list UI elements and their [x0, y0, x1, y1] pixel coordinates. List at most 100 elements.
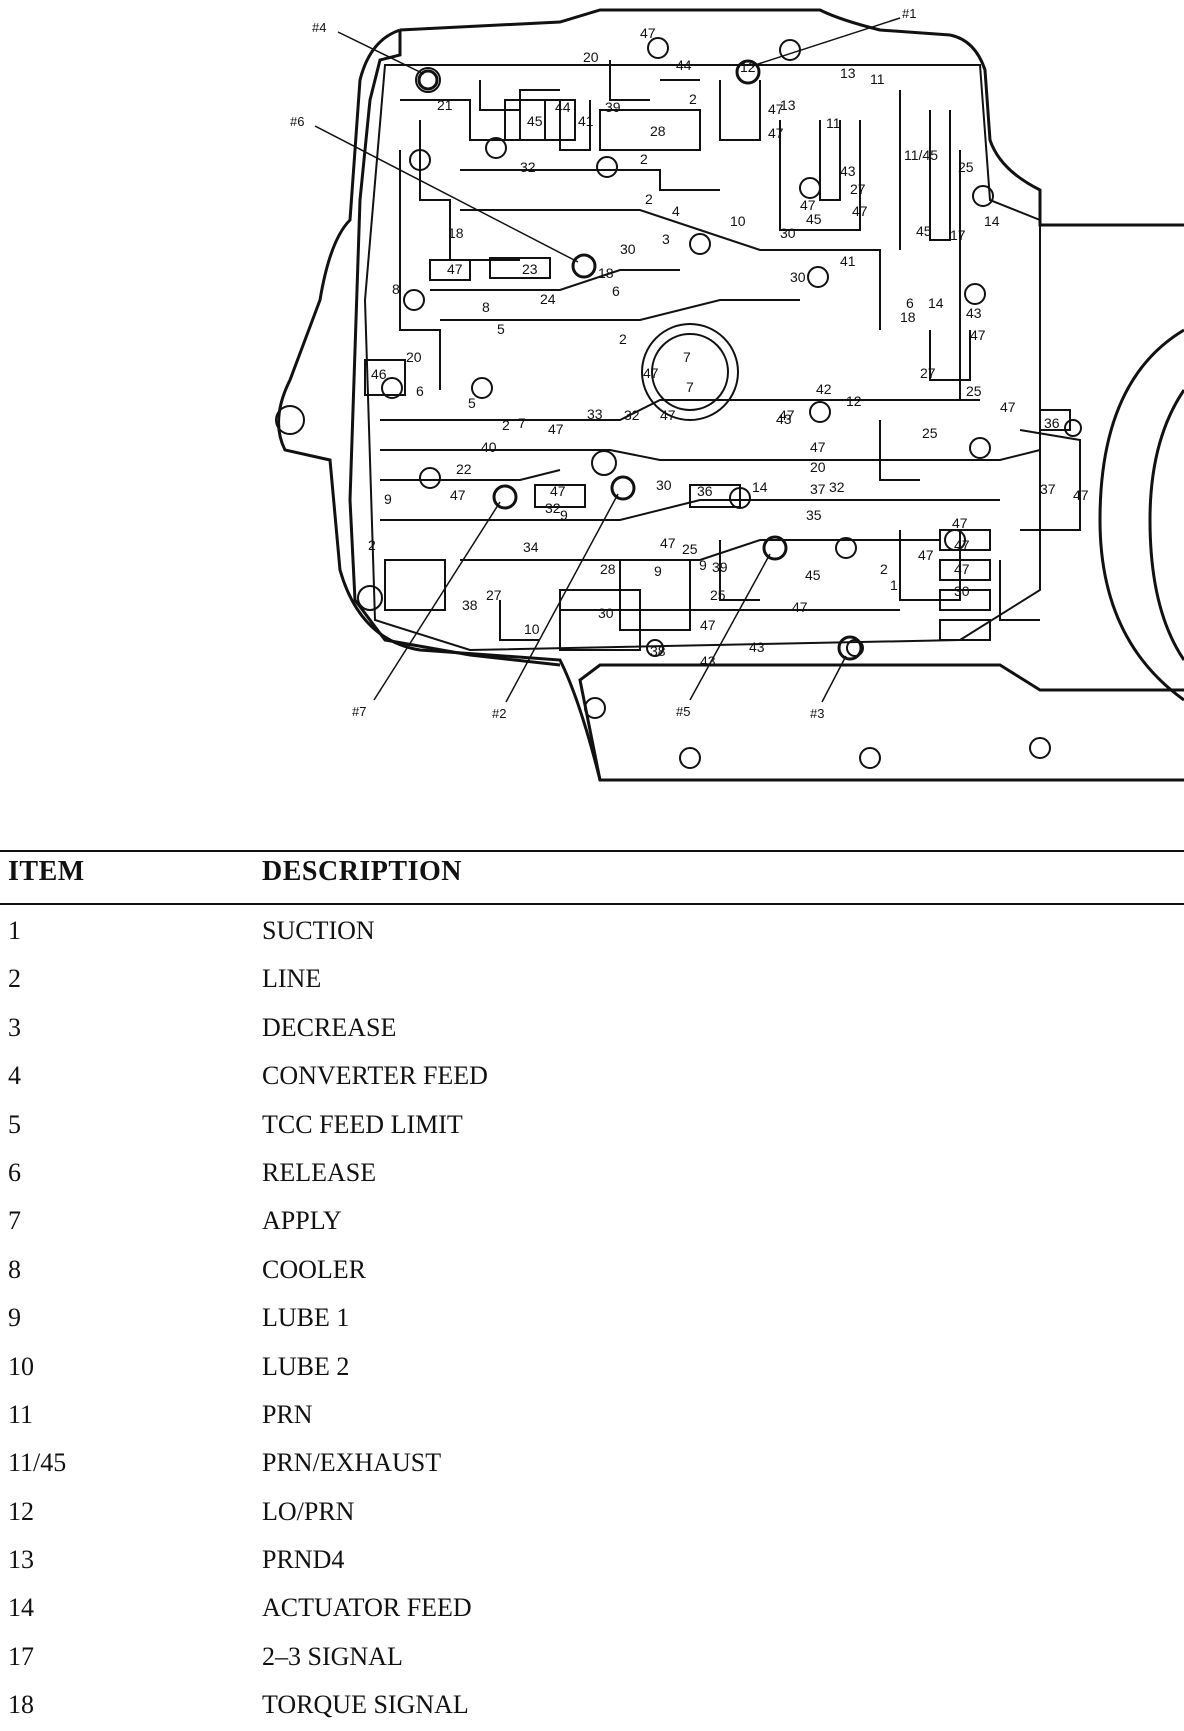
passage-label: 25: [710, 587, 726, 603]
passage-label: 25: [922, 425, 938, 441]
item-number: 18: [8, 1690, 34, 1720]
passage-label: 2: [619, 331, 627, 347]
passage-label: 43: [966, 305, 982, 321]
callout-7: #7: [352, 704, 366, 719]
passage-label: 30: [954, 583, 970, 599]
passage-label: 30: [598, 605, 614, 621]
check-ball-3: [837, 635, 863, 661]
passage-label: 17: [950, 227, 966, 243]
item-number: 10: [8, 1351, 34, 1381]
passage-label: 10: [524, 621, 540, 637]
table-top-rule: [0, 850, 1184, 852]
passage-slots: [364, 99, 1071, 651]
passage-label: 32: [624, 407, 640, 423]
passage-label: 20: [583, 49, 599, 65]
passage-label: 8: [392, 281, 400, 297]
passage-label: 32: [829, 479, 845, 495]
callout-6: #6: [290, 114, 304, 129]
passage-label: 47: [779, 407, 795, 423]
passage-label: 25: [682, 541, 698, 557]
passage-label: 6: [416, 383, 424, 399]
callout-1: #1: [902, 6, 916, 21]
passage-label: 3: [662, 231, 670, 247]
passage-label: 14: [984, 213, 1000, 229]
passage-label: 32: [520, 159, 536, 175]
passage-label: 27: [850, 181, 866, 197]
passage-label: 11: [826, 115, 841, 131]
callout-4: #4: [312, 20, 326, 35]
item-number: 9: [8, 1303, 21, 1333]
passage-label: 47: [768, 125, 784, 141]
passage-label: 41: [840, 253, 856, 269]
item-description: SUCTION: [262, 916, 375, 945]
table-row: 11/45 PRN/EXHAUST: [0, 1440, 1184, 1488]
passage-label: 12: [740, 59, 756, 75]
passage-label: 9: [384, 491, 392, 507]
item-description: TCC FEED LIMIT: [262, 1109, 463, 1139]
item-number: 17: [8, 1641, 34, 1671]
passage-label: 43: [776, 411, 792, 427]
passage-label: 10: [730, 213, 746, 229]
passage-label: 45: [527, 113, 543, 129]
check-ball-6: [571, 253, 597, 279]
item-description: LO/PRN: [262, 1496, 355, 1526]
passage-label: 28: [600, 561, 616, 577]
passage-label: 18: [900, 309, 916, 325]
passage-label: 47: [792, 599, 808, 615]
passage-label: 6: [906, 295, 914, 311]
passage-label: 21: [437, 97, 453, 113]
check-ball-7: [492, 484, 518, 510]
passage-label: 25: [966, 383, 982, 399]
table-row: 12 LO/PRN: [0, 1489, 1184, 1537]
passage-label: 25: [958, 159, 974, 175]
item-number: 12: [8, 1496, 34, 1526]
passage-label: 11: [870, 71, 885, 87]
passage-label: 38: [462, 597, 478, 613]
item-description: PRN/EXHAUST: [262, 1448, 442, 1478]
passage-label: 47: [548, 421, 564, 437]
item-number: 3: [8, 1012, 21, 1042]
passage-label: 42: [816, 381, 832, 397]
item-number: 13: [8, 1545, 34, 1575]
passage-label: 7: [686, 379, 694, 395]
item-description: TORQUE SIGNAL: [262, 1690, 469, 1720]
passage-label: 32: [545, 500, 561, 516]
passage-label: 43: [840, 163, 856, 179]
passage-label: 11/45: [904, 147, 938, 163]
bolt-holes: [275, 37, 1082, 769]
passage-label: 47: [954, 537, 970, 553]
callout-5: #5: [676, 704, 690, 719]
item-description: LUBE 1: [262, 1303, 350, 1333]
passage-label: 9: [699, 557, 707, 573]
fluid-passages: [380, 60, 1081, 641]
passage-label: 14: [752, 479, 768, 495]
passage-label: 2: [368, 537, 376, 553]
passage-label: 37: [1040, 481, 1056, 497]
passage-label: 47: [1000, 399, 1016, 415]
passage-label: 13: [840, 65, 856, 81]
passage-label: 40: [481, 439, 497, 455]
item-number: 4: [8, 1061, 21, 1091]
passage-label: 47: [660, 535, 676, 551]
passage-label: 4: [672, 203, 680, 219]
item-description: LINE: [262, 964, 322, 994]
header-item: ITEM: [8, 856, 85, 887]
passage-label: 2: [640, 151, 648, 167]
passage-label: 36: [697, 483, 713, 499]
valve-body-diagram: #1 #2 #3 #4 #5 #6 #7 4720441213112145443…: [275, 6, 1184, 782]
item-description: RELEASE: [262, 1157, 377, 1187]
passage-label: 45: [916, 223, 932, 239]
passage-label: 5: [468, 395, 476, 411]
passage-label: 14: [928, 295, 944, 311]
item-number: 11/45: [8, 1448, 67, 1478]
passage-label: 27: [920, 365, 936, 381]
item-description: DECREASE: [262, 1012, 397, 1042]
passage-label: 43: [700, 653, 716, 669]
passage-label: 47: [952, 515, 968, 531]
